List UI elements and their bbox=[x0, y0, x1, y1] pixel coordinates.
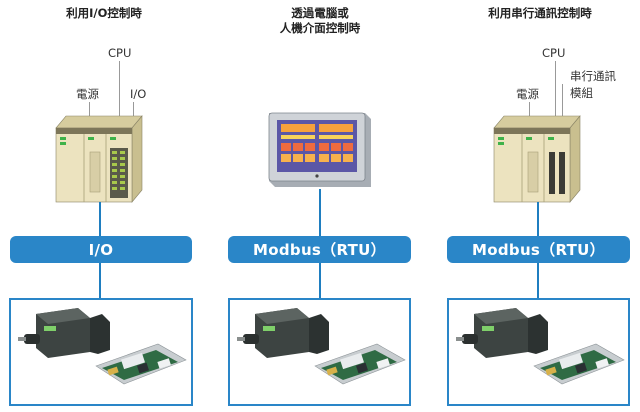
serial-module-label-line-1: 串行通訊 bbox=[570, 69, 616, 83]
motor-driver-icon-2 bbox=[237, 308, 406, 385]
motor-driver-icon-3 bbox=[456, 308, 625, 385]
hmi-touch-panel-icon bbox=[268, 112, 371, 187]
modbus-bus-label-2: Modbus（RTU） bbox=[472, 241, 605, 259]
modbus-bus-bar-1: Modbus（RTU） bbox=[228, 236, 411, 263]
plc-1-cpu-leader bbox=[119, 61, 120, 121]
modbus-bus-label-1: Modbus（RTU） bbox=[253, 241, 386, 259]
motor-driver-icon-1 bbox=[18, 308, 187, 385]
column-2-title-line-1: 透過電腦或 bbox=[291, 6, 349, 20]
plc-1-io-leader bbox=[133, 102, 134, 122]
plc-2-cpu-label: CPU bbox=[542, 46, 566, 60]
io-bus-label: I/O bbox=[88, 240, 114, 259]
serial-module-leader bbox=[562, 84, 563, 122]
plc-2-cpu-leader bbox=[555, 61, 556, 121]
column-2-title: 透過電腦或 人機介面控制時 bbox=[220, 6, 420, 36]
column-3-title: 利用串行通訊控制時 bbox=[440, 6, 640, 21]
plc-1-cpu-label: CPU bbox=[108, 46, 132, 60]
column-2-title-line-2: 人機介面控制時 bbox=[279, 21, 361, 35]
plc-1-icon bbox=[55, 115, 143, 203]
plc-2-power-label: 電源 bbox=[516, 87, 539, 101]
hmi-to-bus-line bbox=[319, 189, 321, 236]
plc-2-power-leader bbox=[529, 102, 530, 122]
column-3-title-line: 利用串行通訊控制時 bbox=[488, 6, 592, 20]
bus-3-to-frame-line bbox=[537, 263, 539, 298]
column-1-title-line: 利用I/O控制時 bbox=[66, 6, 142, 20]
plc-1-power-leader bbox=[89, 102, 90, 122]
plc-1-io-label: I/O bbox=[130, 87, 147, 101]
serial-module-label-line-2: 模組 bbox=[570, 86, 593, 100]
plc-2-icon bbox=[493, 115, 581, 203]
bus-2-to-frame-line bbox=[319, 263, 321, 298]
column-1-title: 利用I/O控制時 bbox=[4, 6, 204, 21]
plc-1-to-bus-line bbox=[99, 202, 101, 236]
io-bus-bar: I/O bbox=[10, 236, 192, 263]
plc-2-to-bus-line bbox=[537, 202, 539, 236]
modbus-bus-bar-2: Modbus（RTU） bbox=[447, 236, 630, 263]
bus-1-to-frame-line bbox=[99, 263, 101, 298]
plc-1-power-label: 電源 bbox=[76, 87, 99, 101]
